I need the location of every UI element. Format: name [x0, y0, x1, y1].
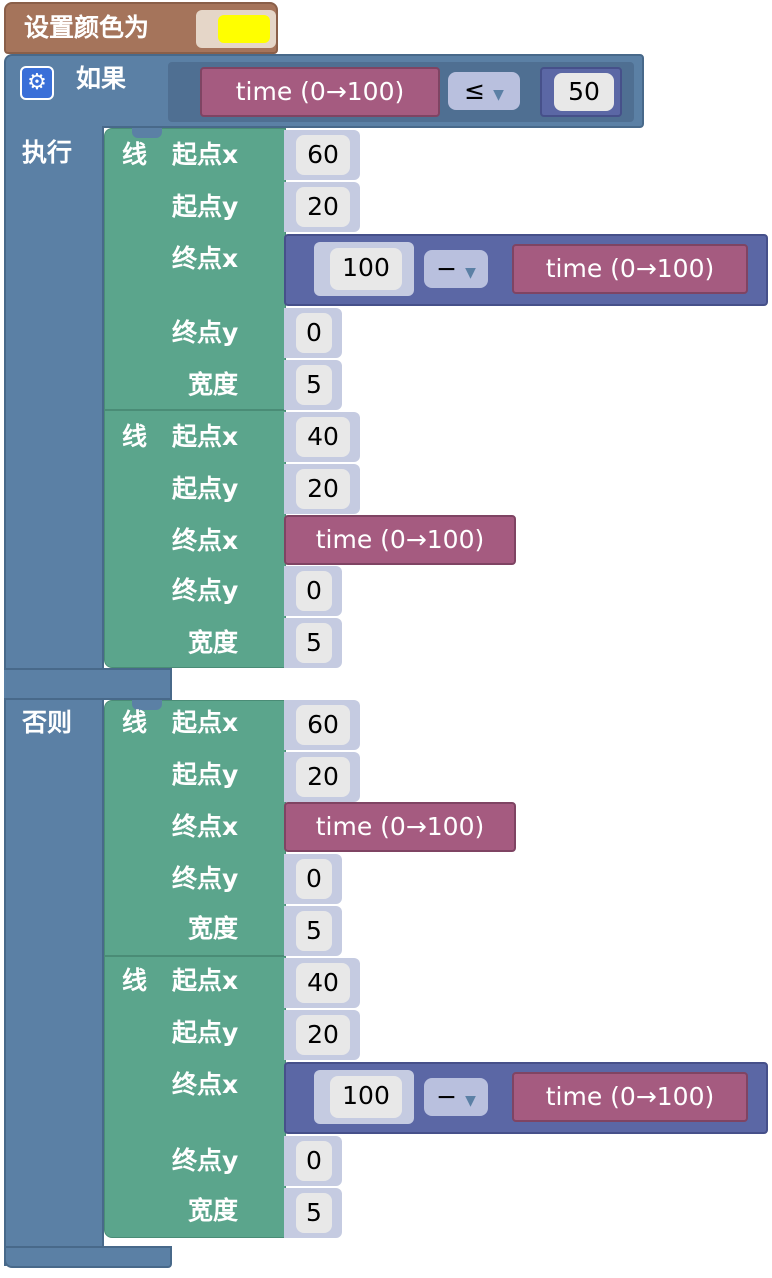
color-swatch[interactable] — [218, 15, 270, 43]
start-x-label: 起点x — [172, 966, 239, 995]
do-line-1-tab — [132, 128, 162, 138]
if-block-bottom — [4, 1246, 172, 1268]
expr-left-value[interactable]: 100 — [330, 1076, 402, 1118]
condition-left-variable[interactable]: time (0→100) — [200, 67, 440, 117]
condition-right-value[interactable]: 50 — [554, 73, 614, 111]
else-label: 否则 — [22, 708, 73, 737]
width-value[interactable]: 5 — [296, 623, 332, 663]
width-value[interactable]: 5 — [296, 911, 332, 951]
end-x-variable[interactable]: time (0→100) — [284, 515, 516, 565]
operator-value: ≤ — [464, 76, 486, 105]
expr-right-variable[interactable]: time (0→100) — [512, 244, 748, 294]
width-value[interactable]: 5 — [296, 1193, 332, 1233]
start-x-value[interactable]: 60 — [296, 135, 350, 175]
expr-left-value[interactable]: 100 — [330, 248, 402, 290]
do-label: 执行 — [22, 138, 73, 167]
width-label: 宽度 — [188, 914, 239, 943]
expr-operator-dropdown[interactable]: − ▼ — [424, 1078, 488, 1116]
end-y-label: 终点y — [172, 318, 239, 347]
width-label: 宽度 — [188, 370, 239, 399]
else-line-1-tab — [132, 700, 162, 710]
chevron-down-icon: ▼ — [465, 265, 476, 281]
end-x-label: 终点x — [172, 812, 239, 841]
do-line-1[interactable] — [104, 128, 286, 410]
start-x-value[interactable]: 60 — [296, 705, 350, 745]
start-x-value[interactable]: 40 — [296, 963, 350, 1003]
line-title: 线 — [122, 708, 148, 737]
else-line-1[interactable] — [104, 700, 286, 956]
start-x-value[interactable]: 40 — [296, 417, 350, 457]
line-title: 线 — [122, 966, 148, 995]
end-y-label: 终点y — [172, 1146, 239, 1175]
start-y-value[interactable]: 20 — [296, 757, 350, 797]
start-y-label: 起点y — [172, 192, 239, 221]
expr-operator-value: − — [436, 1082, 458, 1111]
end-x-label: 终点x — [172, 244, 239, 273]
color-slot[interactable] — [196, 10, 276, 48]
end-y-value[interactable]: 0 — [296, 859, 332, 899]
line-title: 线 — [122, 140, 148, 169]
start-y-label: 起点y — [172, 474, 239, 503]
condition-right-block[interactable]: 50 — [540, 67, 622, 117]
start-x-label: 起点x — [172, 140, 239, 169]
end-y-value[interactable]: 0 — [296, 1141, 332, 1181]
end-y-label: 终点y — [172, 864, 239, 893]
set-color-block[interactable]: 设置颜色为 — [4, 2, 278, 54]
start-y-value[interactable]: 20 — [296, 469, 350, 509]
width-label: 宽度 — [188, 1196, 239, 1225]
expr-operator-dropdown[interactable]: − ▼ — [424, 250, 488, 288]
line-title: 线 — [122, 422, 148, 451]
condition-operator-dropdown[interactable]: ≤ ▼ — [448, 72, 520, 110]
do-line-2[interactable] — [104, 410, 286, 668]
width-label: 宽度 — [188, 628, 239, 657]
end-x-label: 终点x — [172, 1070, 239, 1099]
chevron-down-icon: ▼ — [493, 87, 504, 103]
start-x-label: 起点x — [172, 708, 239, 737]
expr-operator-value: − — [436, 254, 458, 283]
start-x-label: 起点x — [172, 422, 239, 451]
gear-icon[interactable]: ⚙ — [20, 66, 54, 100]
expr-right-variable[interactable]: time (0→100) — [512, 1072, 748, 1122]
start-y-value[interactable]: 20 — [296, 1015, 350, 1055]
set-color-label: 设置颜色为 — [24, 13, 150, 42]
width-value[interactable]: 5 — [296, 365, 332, 405]
else-line-2[interactable] — [104, 956, 286, 1238]
chevron-down-icon: ▼ — [465, 1093, 476, 1109]
end-x-label: 终点x — [172, 526, 239, 555]
start-y-label: 起点y — [172, 1018, 239, 1047]
end-x-variable[interactable]: time (0→100) — [284, 802, 516, 852]
if-block-middle — [4, 668, 172, 700]
start-y-label: 起点y — [172, 760, 239, 789]
if-label: 如果 — [76, 64, 127, 93]
start-y-value[interactable]: 20 — [296, 187, 350, 227]
end-y-value[interactable]: 0 — [296, 571, 332, 611]
end-y-label: 终点y — [172, 576, 239, 605]
end-y-value[interactable]: 0 — [296, 313, 332, 353]
